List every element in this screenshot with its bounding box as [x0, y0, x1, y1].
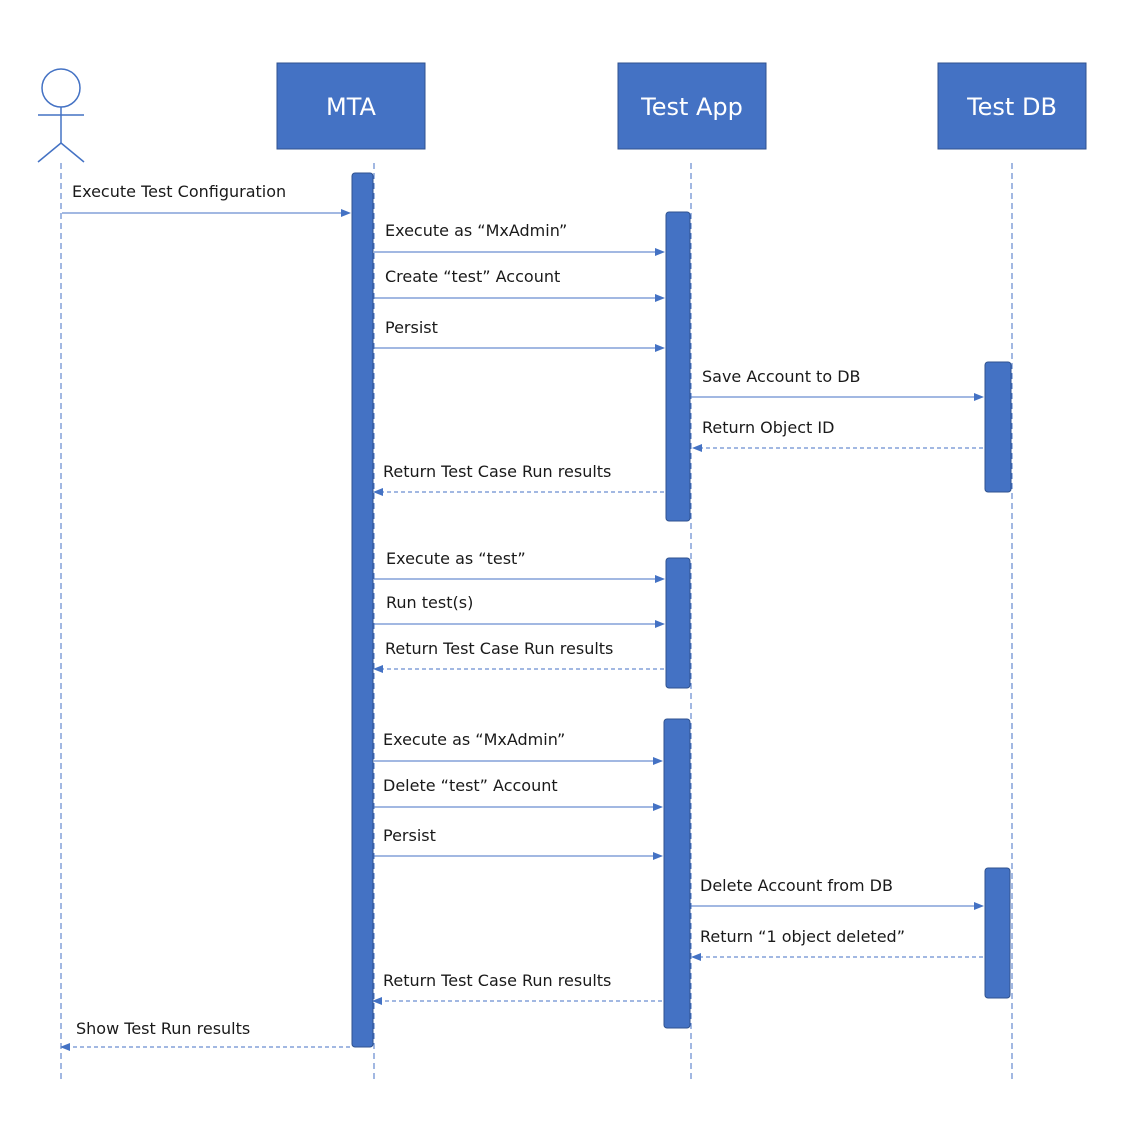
message: Create “test” Account [374, 267, 665, 302]
actor-icon [37, 68, 85, 163]
message: Execute as “MxAdmin” [374, 221, 665, 256]
participant-test-db: Test DB [937, 62, 1087, 150]
lifelines [60, 163, 1013, 1080]
message-label: Execute Test Configuration [72, 182, 286, 201]
message: Execute Test Configuration [62, 182, 351, 217]
activation-bar-mta [351, 172, 374, 1048]
participant-label: Test App [640, 93, 743, 121]
message: Return Test Case Run results [372, 971, 662, 1005]
activation-bar-test-db [984, 361, 1012, 493]
message-label: Create “test” Account [385, 267, 560, 286]
message-label: Return Test Case Run results [383, 462, 611, 481]
message: Save Account to DB [691, 367, 984, 401]
message: Persist [374, 826, 663, 860]
message-label: Execute as “MxAdmin” [385, 221, 567, 240]
message-label: Persist [383, 826, 436, 845]
message: Return Object ID [692, 418, 983, 452]
message-label: Show Test Run results [76, 1019, 250, 1038]
message-label: Delete “test” Account [383, 776, 558, 795]
message-label: Delete Account from DB [700, 876, 893, 895]
activation-bar-test-db [984, 867, 1011, 999]
messages: Execute Test Configuration Execute as “M… [60, 182, 984, 1051]
message: Return Test Case Run results [373, 639, 664, 673]
participant-label: Test DB [966, 93, 1057, 121]
message-label: Execute as “test” [386, 549, 526, 568]
message-label: Run test(s) [386, 593, 473, 612]
message-label: Return Test Case Run results [383, 971, 611, 990]
message-label: Return Object ID [702, 418, 834, 437]
activation-bar-test-app [665, 557, 691, 689]
activation-bar-test-app [665, 211, 691, 522]
message-label: Return “1 object deleted” [700, 927, 905, 946]
message-label: Save Account to DB [702, 367, 861, 386]
participant-test-app: Test App [617, 62, 767, 150]
message: Run test(s) [374, 593, 665, 628]
message: Delete “test” Account [374, 776, 663, 811]
participant-mta: MTA [276, 62, 426, 150]
message-label: Persist [385, 318, 438, 337]
message: Return Test Case Run results [373, 462, 664, 496]
activation-bar-test-app [663, 718, 691, 1029]
message: Execute as “MxAdmin” [374, 730, 663, 765]
activation-bars [351, 172, 1012, 1048]
message-label: Execute as “MxAdmin” [383, 730, 565, 749]
message: Persist [374, 318, 665, 352]
message-label: Return Test Case Run results [385, 639, 613, 658]
message: Show Test Run results [60, 1019, 350, 1051]
participant-label: MTA [326, 93, 377, 121]
message: Return “1 object deleted” [691, 927, 983, 961]
message: Delete Account from DB [691, 876, 984, 910]
message: Execute as “test” [374, 549, 665, 583]
